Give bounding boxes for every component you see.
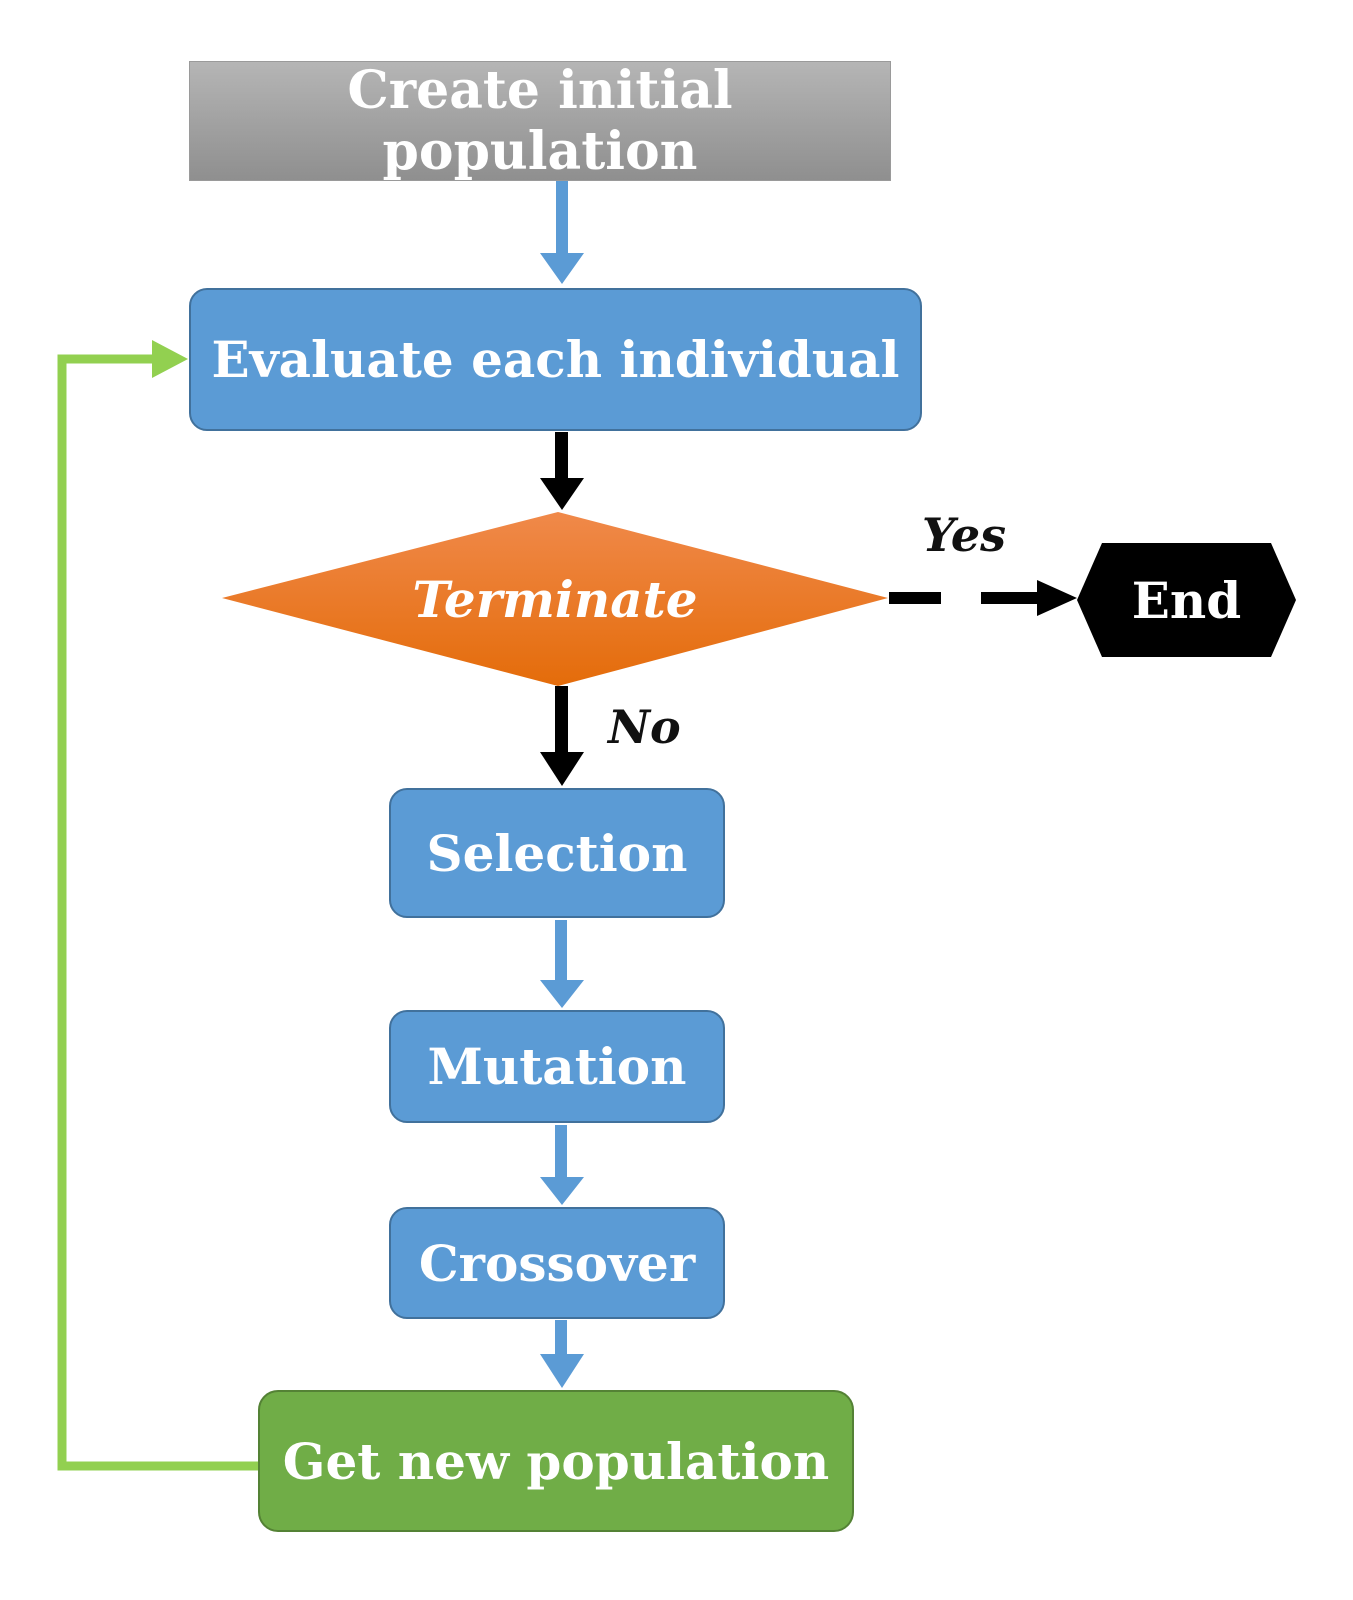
terminate-decision-shape	[222, 512, 888, 686]
terminate-label: Terminate	[412, 569, 698, 629]
create-initial-population-label: Create initial population	[347, 60, 733, 182]
arrow-evaluate-to-terminate	[540, 432, 584, 510]
arrow-selection-to-mutation	[540, 920, 584, 1008]
terminate-label-wrap: Terminate	[222, 512, 888, 686]
get-new-population-box: Get new population	[258, 1390, 854, 1532]
selection-box: Selection	[389, 788, 725, 918]
arrow-terminate-to-end-dashed	[889, 580, 1077, 616]
evaluate-each-individual-label: Evaluate each individual	[211, 330, 900, 389]
no-edge-label: No	[608, 700, 681, 754]
crossover-box: Crossover	[389, 1207, 725, 1319]
mutation-label: Mutation	[427, 1037, 687, 1096]
arrow-terminate-to-selection	[540, 686, 584, 786]
mutation-box: Mutation	[389, 1010, 725, 1123]
arrow-mutation-to-crossover	[540, 1125, 584, 1205]
end-terminal-shape	[1077, 543, 1296, 657]
get-new-population-label: Get new population	[282, 1431, 830, 1491]
end-label: End	[1131, 570, 1242, 630]
end-label-wrap: End	[1077, 543, 1296, 657]
arrow-create-to-evaluate	[540, 181, 584, 284]
loop-arrow-new-population-to-evaluate	[57, 340, 258, 1471]
evaluate-each-individual-box: Evaluate each individual	[189, 288, 922, 431]
yes-edge-label: Yes	[922, 508, 1007, 562]
crossover-label: Crossover	[418, 1233, 696, 1293]
arrow-crossover-to-new-population	[540, 1320, 584, 1388]
create-initial-population-box: Create initial population	[189, 60, 891, 182]
selection-label: Selection	[426, 823, 688, 883]
